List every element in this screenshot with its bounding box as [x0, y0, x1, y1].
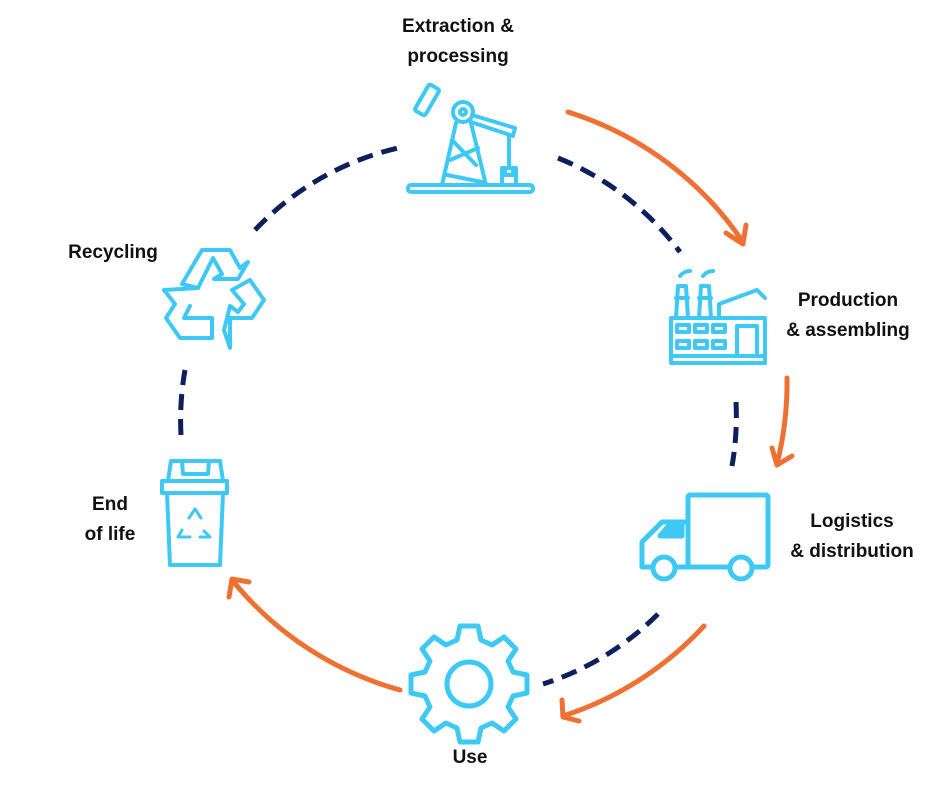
gear-icon [408, 623, 530, 745]
dashed-loop-segment-production-logistics [729, 401, 739, 467]
label-line: Logistics [810, 511, 894, 532]
label-line: of life [84, 524, 136, 545]
label-line: Extraction & [402, 16, 514, 37]
label-line: & assembling [786, 320, 910, 341]
arrowhead [559, 697, 582, 724]
truck-icon [639, 492, 771, 582]
arrowhead [723, 222, 749, 247]
label-line: Production [797, 290, 899, 311]
label-line: Use [452, 747, 488, 768]
dashed-loop-segment-recycling-extraction [253, 145, 399, 232]
recycle-icon [162, 248, 266, 350]
label-line: End [92, 494, 128, 515]
stage-label-use: Use [430, 743, 510, 773]
stage-label-recycling: Recycling [58, 238, 168, 268]
dashed-loop-segment-extraction-production [557, 155, 683, 254]
flow-arrow-logistics-to-use [560, 623, 707, 719]
recycle-bin-icon [160, 459, 229, 567]
flow-arrow-extraction-to-production [565, 109, 746, 245]
label-line: & distribution [790, 541, 914, 562]
dashed-loop-segment-logistics-use [542, 612, 660, 687]
stage-label-logistics: Logistics & distribution [780, 507, 924, 567]
label-line: processing [407, 46, 509, 67]
arrowhead [226, 576, 252, 600]
oil-pump-icon [406, 82, 535, 194]
dashed-loop-segment-eol-recycling [178, 369, 188, 436]
arrowhead [769, 445, 795, 468]
label-line: Recycling [68, 242, 158, 263]
flow-arrow-production-to-logistics [774, 375, 790, 467]
stage-label-production: Production & assembling [778, 286, 918, 346]
stage-label-end-of-life: End of life [70, 490, 150, 550]
stage-label-extraction: Extraction & processing [388, 12, 528, 72]
factory-icon [669, 269, 767, 365]
flow-arrow-use-to-eol [229, 577, 403, 693]
